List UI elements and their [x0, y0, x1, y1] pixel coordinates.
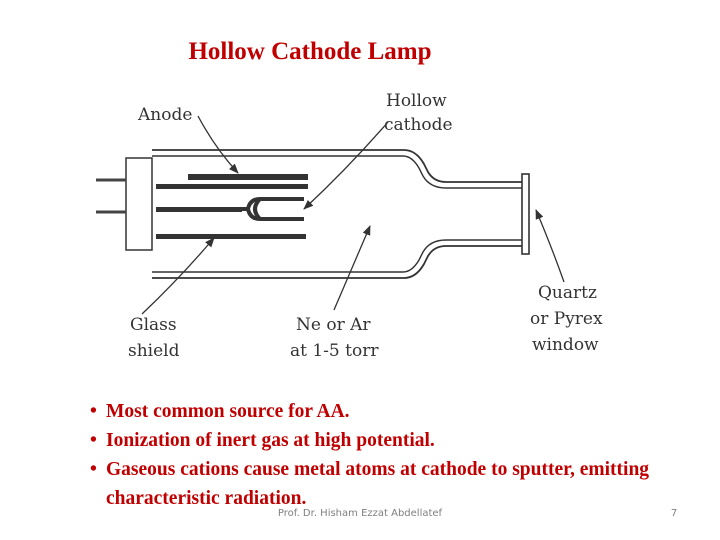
hollow-cathode-label-line2: cathode: [384, 115, 453, 135]
lamp-envelope-inner: [152, 155, 524, 189]
lamp-base: [96, 157, 153, 251]
bullet-list: Most common source for AA. Ionization of…: [90, 397, 650, 513]
anode: [188, 174, 308, 180]
window-label-line1: Quartz: [538, 283, 597, 303]
electrode-rod-2: [156, 207, 242, 212]
page-number: 7: [670, 508, 678, 519]
hollow-cathode: [240, 197, 304, 221]
hollow-cathode-lamp-diagram: Anode Hollow cathode Glass shield Ne or …: [96, 91, 603, 361]
gas-label-line1: Ne or Ar: [296, 315, 371, 335]
slide-title: Hollow Cathode Lamp: [188, 38, 432, 65]
hollow-cathode-label-line1: Hollow: [386, 91, 447, 111]
quartz-window: [521, 173, 530, 255]
gas-label-line2: at 1-5 torr: [290, 341, 379, 361]
pointer-arrows: [141, 115, 565, 315]
lamp-envelope-inner-lower: [152, 239, 524, 273]
footer-author: Prof. Dr. Hisham Ezzat Abdellatef: [277, 508, 443, 519]
bullet-item: Gaseous cations cause metal atoms at cat…: [90, 455, 650, 513]
window-label-line2: or Pyrex: [530, 309, 603, 329]
glass-shield-label-line1: Glass: [130, 315, 177, 335]
window-label-line3: window: [532, 335, 599, 355]
bullet-item: Ionization of inert gas at high potentia…: [90, 426, 650, 455]
electrode-rod-1: [156, 184, 308, 189]
glass-shield-label-line2: shield: [128, 341, 180, 361]
lamp-envelope: [152, 149, 525, 279]
anode-label: Anode: [137, 105, 192, 125]
electrode-rod-3: [156, 234, 306, 239]
bullet-item: Most common source for AA.: [90, 397, 650, 426]
